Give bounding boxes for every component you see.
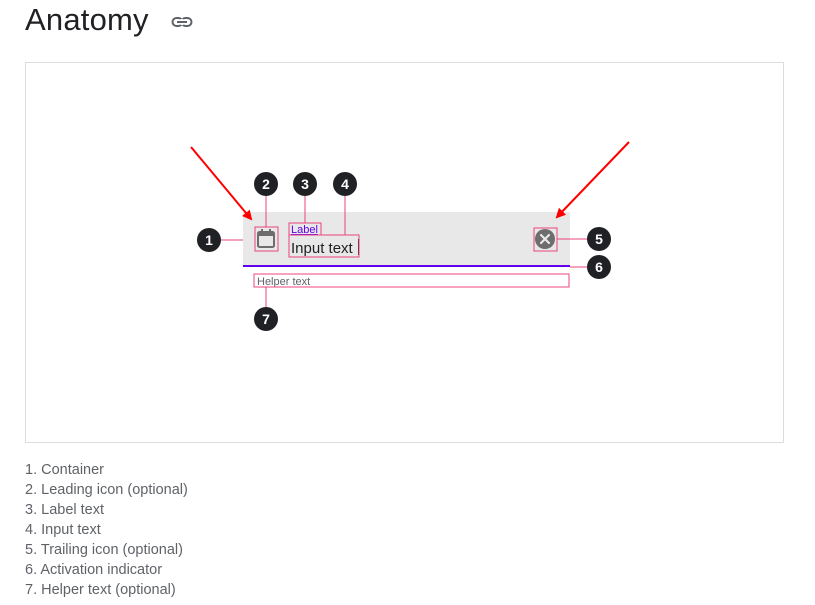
anatomy-legend: 1. Container 2. Leading icon (optional) …	[25, 460, 188, 600]
svg-text:2: 2	[262, 176, 270, 192]
legend-item: 1. Container	[25, 462, 104, 478]
callout-6: 6	[587, 255, 611, 279]
svg-text:5: 5	[595, 231, 603, 247]
legend-item: 4. Input text	[25, 522, 101, 538]
input-outline	[288, 234, 360, 258]
svg-text:7: 7	[262, 311, 270, 327]
legend-item: 5. Trailing icon (optional)	[25, 542, 183, 558]
page-title: Anatomy	[25, 2, 149, 37]
text-field-container	[243, 212, 570, 266]
anatomy-diagram: Label Input text Helper text	[190, 141, 630, 331]
link-icon[interactable]	[171, 14, 193, 30]
callout-2: 2	[254, 172, 278, 196]
callout-4: 4	[333, 172, 357, 196]
legend-item: 3. Label text	[25, 502, 105, 518]
callout-3: 3	[293, 172, 317, 196]
legend-item: 7. Helper text (optional)	[25, 582, 176, 598]
svg-text:6: 6	[595, 259, 603, 275]
calendar-icon	[257, 229, 275, 248]
callout-1: 1	[197, 228, 221, 252]
activation-indicator	[243, 265, 570, 267]
input-text[interactable]: Input text	[291, 240, 354, 257]
helper-text: Helper text	[257, 276, 310, 288]
arrow-to-leading-icon	[190, 146, 253, 221]
callout-7: 7	[254, 307, 278, 331]
callout-5: 5	[587, 227, 611, 251]
anatomy-figure: Label Input text Helper text	[25, 62, 784, 443]
arrow-to-trailing-icon	[555, 141, 630, 219]
svg-text:1: 1	[205, 232, 213, 248]
leader-lines	[221, 196, 587, 308]
helper-outline	[253, 273, 570, 288]
svg-text:3: 3	[301, 176, 309, 192]
svg-text:4: 4	[341, 176, 349, 192]
clear-icon[interactable]	[535, 229, 555, 249]
label-text: Label	[291, 224, 318, 236]
legend-item: 2. Leading icon (optional)	[25, 482, 188, 498]
legend-item: 6. Activation indicator	[25, 562, 163, 578]
